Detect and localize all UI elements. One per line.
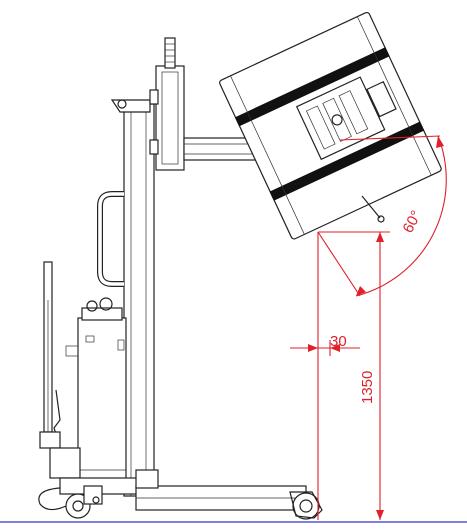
dimension-lines [290, 135, 447, 520]
offset-label: 30 [330, 333, 347, 350]
clamp-rod [361, 195, 381, 219]
drum [219, 11, 442, 240]
angle-label: 60° [400, 208, 426, 236]
height-label: 1350 [359, 371, 376, 404]
push-handle [97, 191, 124, 287]
tiller [39, 261, 81, 479]
lift-carriage [155, 65, 185, 171]
control-box [65, 297, 127, 489]
chassis [38, 469, 323, 520]
